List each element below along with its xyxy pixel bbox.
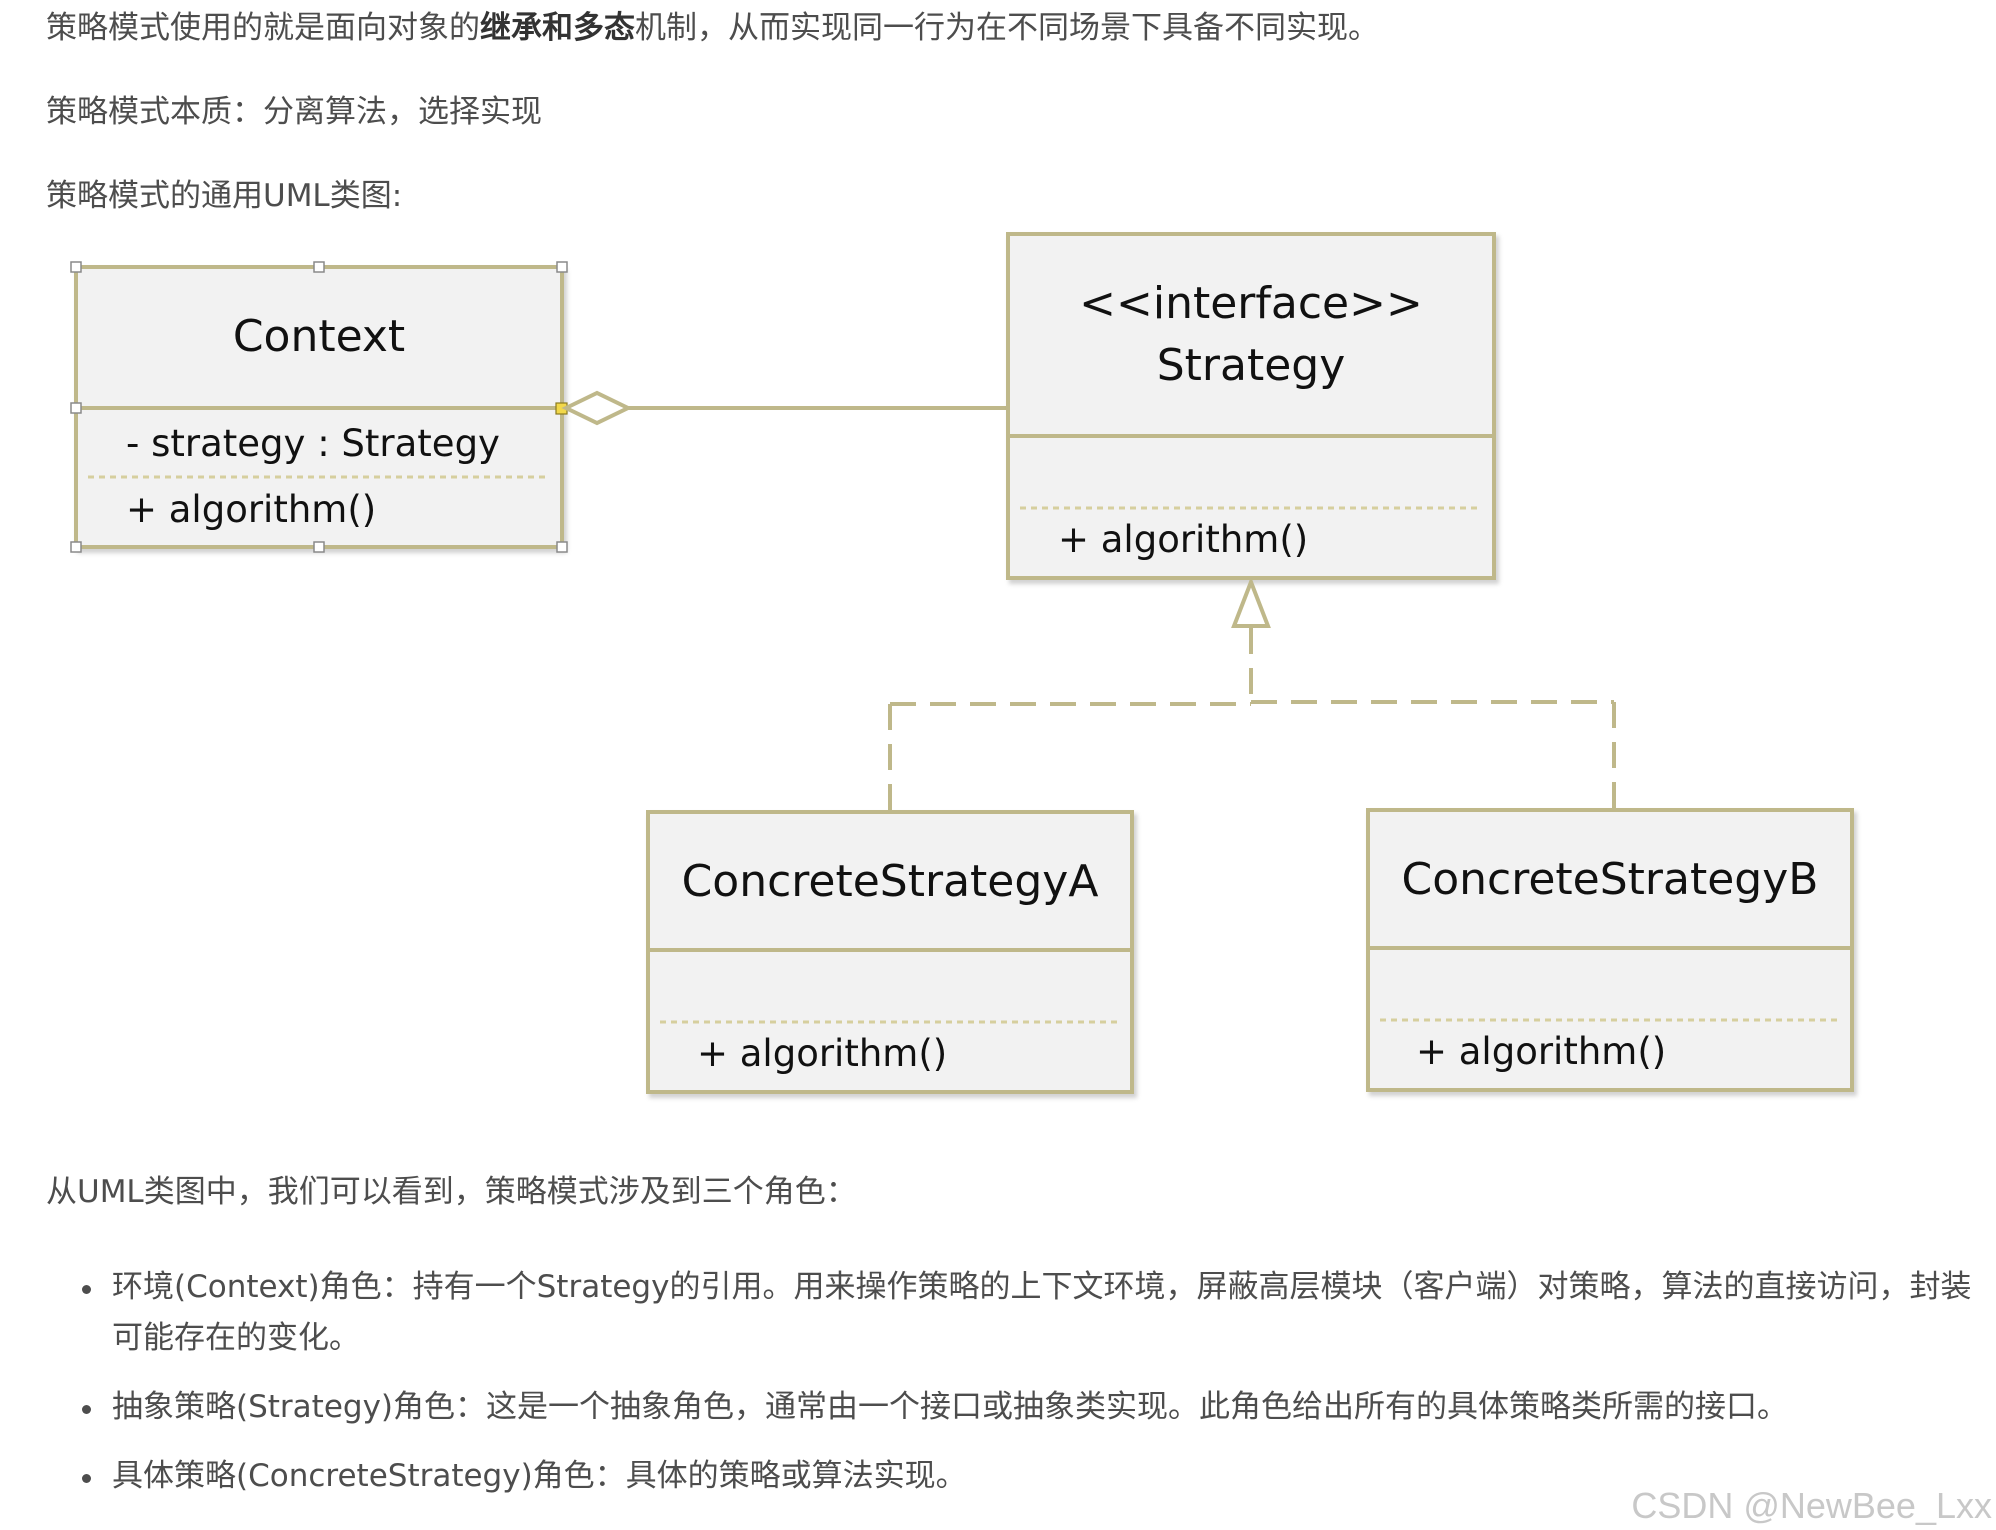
list-item: 环境(Context)角色：持有一个Strategy的引用。用来操作策略的上下文… [82,1262,1972,1364]
uml-class-diagram: Context - strategy : Strategy + algorith… [70,232,1854,1094]
context-class-box: Context - strategy : Strategy + algorith… [70,261,568,553]
context-field: - strategy : Strategy [126,422,500,465]
list-item: 具体策略(ConcreteStrategy)角色：具体的策略或算法实现。 [82,1451,1972,1502]
intro-line-2: 策略模式本质：分离算法，选择实现 [46,94,542,130]
realization-connector [888,576,1616,812]
strategy-stereotype: <<interface>> [1079,278,1423,329]
strategy-title: Strategy [1157,340,1346,391]
csdn-watermark: CSDN @NewBee_Lxx [1631,1485,1992,1526]
concrete-strategy-b-box: ConcreteStrategyB + algorithm() [1366,808,1854,1092]
roles-list: 环境(Context)角色：持有一个Strategy的引用。用来操作策略的上下文… [82,1262,1972,1520]
intro-line-1-post: 机制，从而实现同一行为在不同场景下具备不同实现。 [635,10,1379,46]
strategy-method: + algorithm() [1058,518,1308,561]
context-method: + algorithm() [126,488,376,531]
concrete-strategy-a-method: + algorithm() [697,1032,947,1075]
selection-handles [70,261,568,553]
concrete-strategy-b-title: ConcreteStrategyB [1402,854,1819,905]
concrete-strategy-b-method: + algorithm() [1416,1030,1666,1073]
concrete-strategy-a-box: ConcreteStrategyA + algorithm() [646,810,1134,1094]
list-item: 抽象策略(Strategy)角色：这是一个抽象角色，通常由一个接口或抽象类实现。… [82,1382,1972,1433]
aggregation-connector [561,390,1008,426]
roles-intro: 从UML类图中，我们可以看到，策略模式涉及到三个角色： [46,1174,857,1210]
strategy-interface-box: <<interface>> Strategy + algorithm() [1006,232,1496,580]
intro-line-3: 策略模式的通用UML类图: [46,178,403,214]
concrete-strategy-a-title: ConcreteStrategyA [682,856,1099,907]
context-title: Context [233,311,405,362]
aggregation-diamond [561,390,633,426]
intro-line-1-pre: 策略模式使用的就是面向对象的 [46,10,480,46]
intro-line-1: 策略模式使用的就是面向对象的继承和多态机制，从而实现同一行为在不同场景下具备不同… [46,8,1379,48]
intro-line-1-bold: 继承和多态 [480,10,635,46]
realization-arrowhead [1231,576,1271,628]
